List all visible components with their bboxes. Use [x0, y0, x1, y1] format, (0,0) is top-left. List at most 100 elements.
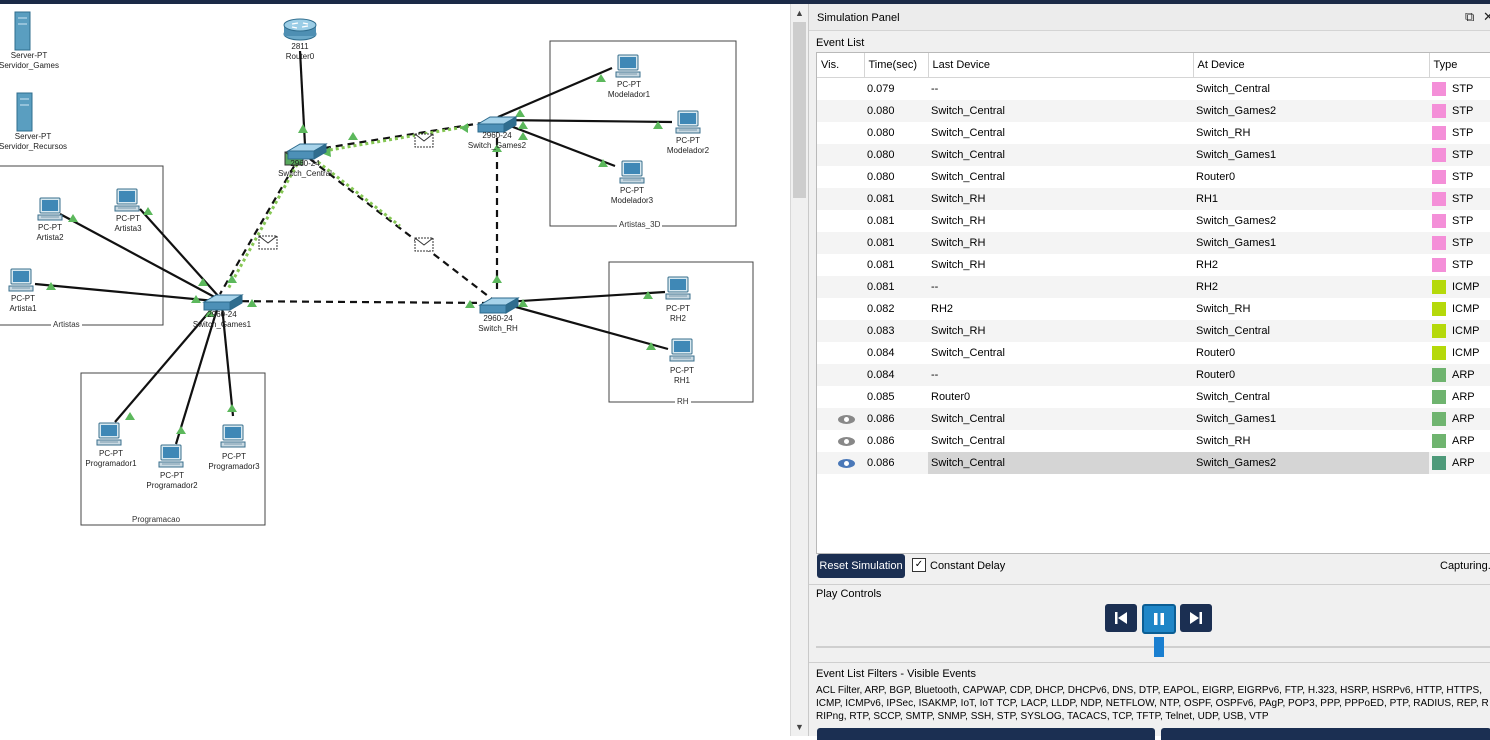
- play-speed-slider-knob[interactable]: [1154, 637, 1164, 657]
- event-vis[interactable]: [817, 320, 864, 342]
- event-vis[interactable]: [817, 386, 864, 408]
- port-indicators: [46, 74, 663, 434]
- event-last-device: Switch_Central: [928, 408, 1193, 430]
- pc-modelador3-icon[interactable]: [619, 160, 645, 184]
- switch-rh-icon[interactable]: [478, 297, 520, 314]
- canvas-vertical-scrollbar[interactable]: ▲ ▼: [790, 4, 809, 736]
- event-vis[interactable]: [817, 408, 864, 430]
- eye-icon[interactable]: [838, 414, 855, 424]
- col-at-device[interactable]: At Device: [1193, 53, 1430, 78]
- show-all-none-button[interactable]: [1161, 728, 1490, 740]
- constant-delay-checkbox[interactable]: ✓: [912, 558, 926, 572]
- switch-games2-icon[interactable]: [476, 116, 518, 133]
- event-vis[interactable]: [817, 100, 864, 122]
- pc-rh1-icon[interactable]: [669, 338, 695, 362]
- scrollbar-thumb[interactable]: [793, 22, 806, 198]
- event-vis[interactable]: [817, 452, 864, 474]
- switch-games1-icon[interactable]: [202, 294, 244, 311]
- pc-rh2-icon[interactable]: [665, 276, 691, 300]
- event-vis[interactable]: [817, 166, 864, 188]
- router0-icon[interactable]: [283, 18, 317, 41]
- event-type-color-swatch: [1432, 170, 1446, 184]
- server-recursos-icon[interactable]: [16, 92, 33, 132]
- event-list-table-container[interactable]: Vis. Time(sec) Last Device At Device Typ…: [816, 52, 1490, 554]
- forward-step-button[interactable]: [1180, 604, 1212, 632]
- scroll-up-arrow-icon[interactable]: ▲: [795, 8, 804, 18]
- event-time: 0.085: [867, 391, 895, 403]
- event-type: ARP: [1429, 430, 1490, 452]
- link-games1-programador2: [174, 305, 220, 445]
- event-vis[interactable]: [817, 364, 864, 386]
- event-at-device: Switch_RH: [1196, 303, 1251, 315]
- event-vis[interactable]: [817, 298, 864, 320]
- col-last-device[interactable]: Last Device: [928, 53, 1194, 78]
- event-vis[interactable]: [817, 78, 864, 101]
- pc-modelador2-icon[interactable]: [675, 110, 701, 134]
- pc-programador1-icon[interactable]: [96, 422, 122, 446]
- event-vis[interactable]: [817, 144, 864, 166]
- pc-artista3-icon[interactable]: [114, 188, 140, 212]
- eye-icon[interactable]: [838, 458, 855, 468]
- link-games1-artista1: [34, 282, 216, 303]
- play-speed-slider-track[interactable]: [816, 646, 1490, 648]
- event-type: ICMP: [1429, 320, 1490, 342]
- event-vis[interactable]: [817, 254, 864, 276]
- col-time[interactable]: Time(sec): [864, 53, 929, 78]
- event-vis[interactable]: [817, 430, 864, 452]
- event-vis[interactable]: [817, 232, 864, 254]
- switch-central-icon[interactable]: [286, 143, 328, 160]
- pc-artista2-icon[interactable]: [37, 197, 63, 221]
- area-programacao[interactable]: [80, 372, 266, 526]
- event-at-device: Switch_RH: [1196, 127, 1251, 139]
- pc-programador2-icon[interactable]: [158, 444, 184, 468]
- back-step-button[interactable]: [1105, 604, 1137, 632]
- eye-icon[interactable]: [838, 436, 855, 446]
- event-time: 0.081: [864, 232, 928, 254]
- event-vis[interactable]: [817, 188, 864, 210]
- event-type-color-swatch: [1432, 82, 1446, 96]
- reset-simulation-button[interactable]: Reset Simulation: [817, 554, 905, 578]
- pc-modelador1-icon[interactable]: [615, 54, 641, 78]
- pause-button[interactable]: [1142, 604, 1176, 634]
- col-vis[interactable]: Vis.: [817, 53, 865, 78]
- edit-filters-button[interactable]: [817, 728, 1155, 740]
- divider: [809, 584, 1490, 585]
- event-vis[interactable]: [817, 210, 864, 232]
- server-games-icon[interactable]: [14, 11, 31, 51]
- active-central-games2: [317, 124, 471, 154]
- col-type[interactable]: Type: [1429, 53, 1490, 78]
- restore-window-icon[interactable]: ⧉: [1465, 9, 1475, 24]
- area-title-programacao: Programacao: [130, 515, 183, 524]
- event-vis[interactable]: [817, 276, 864, 298]
- event-at-device: Switch_Games1: [1193, 232, 1429, 254]
- scroll-down-arrow-icon[interactable]: ▼: [795, 722, 804, 732]
- event-vis[interactable]: [817, 122, 864, 144]
- event-last-device: Switch_RH: [931, 215, 986, 227]
- close-icon[interactable]: ✕: [1483, 9, 1490, 24]
- pc-artista1-icon[interactable]: [8, 268, 34, 292]
- pc-programador3-icon[interactable]: [220, 424, 246, 448]
- link-rh-rh1: [504, 302, 669, 351]
- event-vis[interactable]: [817, 342, 864, 364]
